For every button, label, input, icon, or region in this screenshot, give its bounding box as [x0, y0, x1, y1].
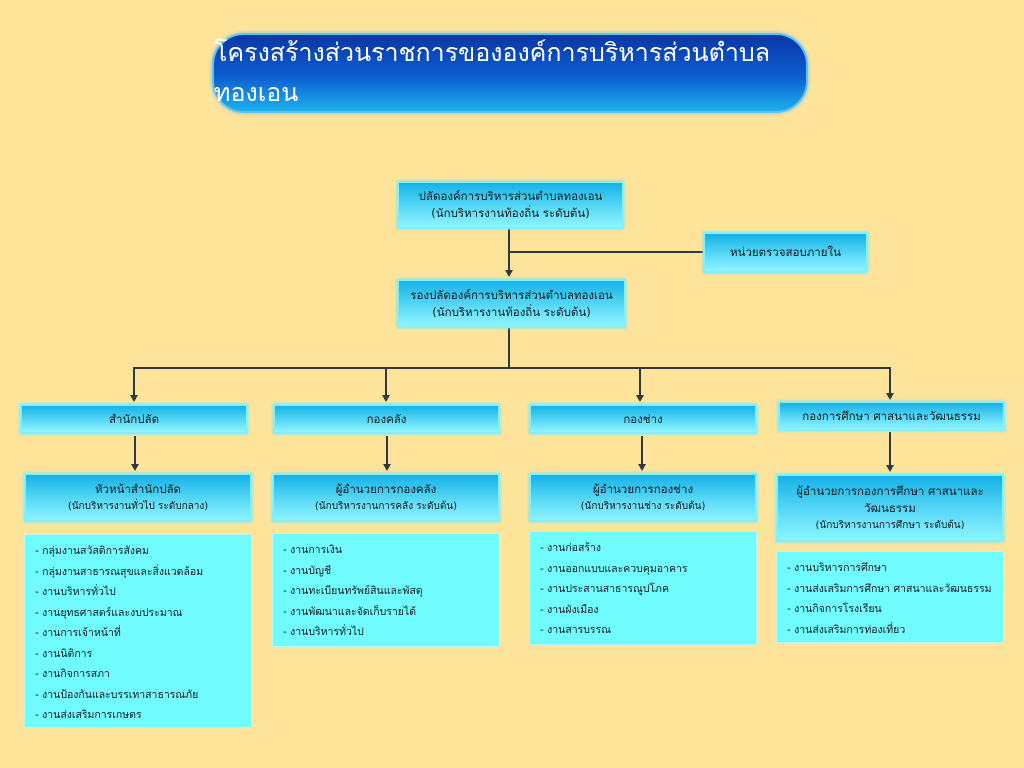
connector — [509, 251, 703, 253]
head-title: ผู้อำนวยการกองคลัง — [335, 481, 437, 496]
list-item: - งานบัญชี — [283, 564, 332, 577]
list-item: - งานยุทธศาสตร์และงบประมาณ — [35, 606, 183, 619]
deputy-rank: (นักบริหารงานท้องถิ่น ระดับต้น) — [432, 304, 591, 319]
head-box-office: หัวหน้าสำนักปลัด (นักบริหารงานทั่วไป ระด… — [24, 473, 252, 522]
connector — [508, 328, 510, 368]
unit-list-engineering: - งานก่อสร้าง - งานออกแบบและควบคุมอาคาร … — [529, 531, 757, 645]
list-item: - งานป้องกันและบรรเทาสาธารณภัย — [35, 688, 199, 701]
connector — [889, 432, 891, 465]
deputy-administrator-box: รองปลัดองค์การบริหารส่วนตำบลทองเอน (นักบ… — [397, 279, 626, 328]
connector — [385, 368, 387, 396]
connector — [386, 436, 388, 464]
chief-administrator-box: ปลัดองค์การบริหารส่วนตำบลทองเอน (นักบริห… — [397, 181, 624, 229]
internal-audit-box: หน่วยตรวจสอบภายใน — [703, 232, 868, 273]
list-item: - งานกิจการสภา — [35, 668, 110, 680]
list-item: - กลุ่มงานสาธารณสุขและสิ่งแวดล้อม — [35, 565, 204, 578]
connector — [889, 368, 891, 394]
department-name: กองคลัง — [366, 411, 407, 426]
list-item: - งานนิติการ — [35, 647, 93, 660]
list-item: - งานผังเมือง — [540, 603, 599, 616]
list-item: - กลุ่มงานสวัสดิการสังคม — [35, 545, 149, 557]
department-box-finance: กองคลัง — [273, 404, 500, 434]
list-item: - งานออกแบบและควบคุมอาคาร — [540, 562, 688, 575]
unit-list-finance: - งานการเงิน - งานบัญชี - งานทะเบียนทรัพ… — [272, 533, 500, 647]
arrow-icon — [383, 464, 391, 471]
list-item: - งานส่งเสริมการศึกษา ศาสนาและวัฒนธรรม — [787, 582, 992, 595]
list-item: - งานก่อสร้าง — [540, 542, 602, 554]
head-box-engineering: ผู้อำนวยการกองช่าง (นักบริหารงานช่าง ระด… — [529, 473, 757, 522]
list-item: - งานสารบรรณ — [540, 624, 611, 636]
connector — [639, 368, 641, 396]
head-title: หัวหน้าสำนักปลัด — [94, 481, 182, 496]
arrow-icon — [130, 395, 138, 402]
list-item: - งานส่งเสริมการท่องเที่ยว — [787, 623, 906, 636]
department-name: กองช่าง — [623, 411, 663, 426]
head-rank: (นักบริหารงานการศึกษา ระดับต้น) — [815, 519, 965, 531]
list-item: - งานพัฒนาและจัดเก็บรายได้ — [283, 605, 417, 618]
head-title: ผู้อำนวยการกองช่าง — [592, 481, 694, 496]
department-box-office: สำนักปลัด — [20, 404, 248, 434]
arrow-icon — [886, 465, 894, 472]
department-name: กองการศึกษา ศาสนาและวัฒนธรรม — [802, 408, 981, 423]
list-item: - งานบริหารทั่วไป — [35, 586, 116, 598]
connector — [133, 367, 891, 369]
arrow-icon — [638, 464, 646, 471]
head-box-education: ผู้อำนวยการกองการศึกษา ศาสนาและ วัฒนธรรม… — [776, 474, 1004, 542]
department-name: สำนักปลัด — [108, 411, 160, 426]
list-item: - งานกิจการโรงเรียน — [787, 603, 882, 615]
list-item: - งานบริหารการศึกษา — [787, 562, 887, 574]
chart-title: โครงสร้างส่วนราชการขององค์การบริหารส่วนต… — [212, 33, 808, 113]
arrow-icon — [886, 393, 894, 400]
unit-list-office: - กลุ่มงานสวัสดิการสังคม - กลุ่มงานสาธาร… — [24, 534, 252, 728]
chief-title: ปลัดองค์การบริหารส่วนตำบลทองเอน — [418, 189, 603, 203]
unit-list-education: - งานบริหารการศึกษา - งานส่งเสริมการศึกษ… — [776, 551, 1004, 643]
list-item: - งานบริหารทั่วไป — [283, 626, 364, 638]
head-title: ผู้อำนวยการกองการศึกษา ศาสนาและ — [796, 483, 984, 498]
connector — [133, 368, 135, 396]
list-item: - งานประสานสาธารณูปโภค — [540, 583, 669, 595]
connector — [134, 436, 136, 464]
head-rank: (นักบริหารงานทั่วไป ระดับกลาง) — [67, 500, 209, 512]
list-item: - งานการเจ้าหน้าที่ — [35, 627, 121, 639]
connector — [508, 229, 510, 270]
arrow-icon — [505, 270, 513, 277]
deputy-title: รองปลัดองค์การบริหารส่วนตำบลทองเอน — [410, 287, 613, 302]
internal-audit-label: หน่วยตรวจสอบภายใน — [730, 245, 841, 259]
arrow-icon — [131, 464, 139, 471]
connector — [641, 436, 643, 464]
chief-rank: (นักบริหารงานท้องถิ่น ระดับต้น) — [431, 206, 590, 220]
list-item: - งานทะเบียนทรัพย์สินและพัสดุ — [283, 585, 423, 597]
department-box-education: กองการศึกษา ศาสนาและวัฒนธรรม — [778, 401, 1005, 431]
head-box-finance: ผู้อำนวยการกองคลัง (นักบริหารงานการคลัง … — [272, 473, 500, 522]
arrow-icon — [636, 395, 644, 402]
head-rank: (นักบริหารงานช่าง ระดับต้น) — [580, 500, 706, 512]
head-rank: (นักบริหารงานการคลัง ระดับต้น) — [314, 500, 458, 512]
arrow-icon — [382, 395, 390, 402]
department-box-engineering: กองช่าง — [529, 404, 757, 434]
head-title-line2: วัฒนธรรม — [864, 500, 916, 515]
list-item: - งานการเงิน — [283, 544, 343, 556]
list-item: - งานส่งเสริมการเกษตร — [35, 709, 142, 721]
